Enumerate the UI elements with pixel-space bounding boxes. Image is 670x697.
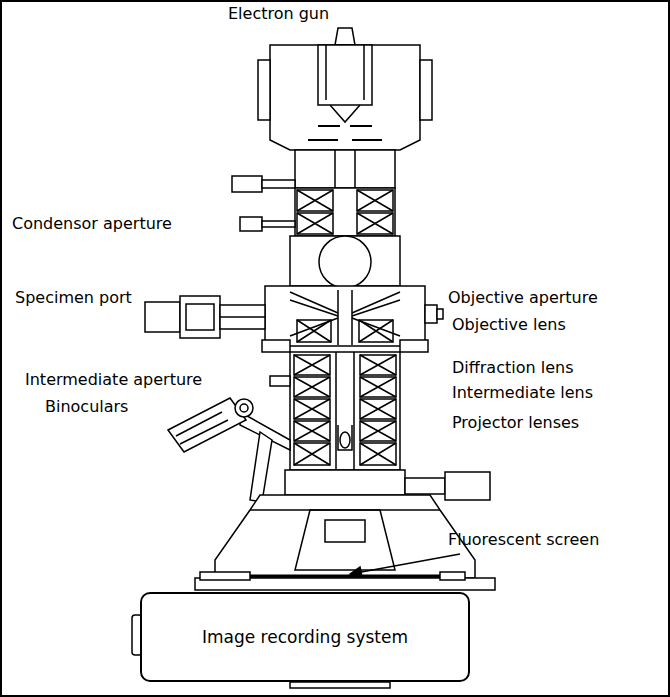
part-label: Objective lens xyxy=(452,315,566,335)
box-text: Image recording system xyxy=(202,627,408,647)
part-label: Objective aperture xyxy=(448,288,598,308)
part-label: Specimen port xyxy=(15,288,132,308)
part-label: Binoculars xyxy=(45,397,128,417)
part-label: Intermediate lens xyxy=(452,383,593,403)
part-label: Electron gun xyxy=(228,4,329,24)
recorder-box: Image recording system xyxy=(140,592,470,682)
part-label: Condensor aperture xyxy=(12,214,172,234)
part-label: Diffraction lens xyxy=(452,358,573,378)
part-label: Fluorescent screen xyxy=(448,530,599,550)
part-label: Intermediate aperture xyxy=(25,370,202,390)
part-label: Projector lenses xyxy=(452,413,579,433)
